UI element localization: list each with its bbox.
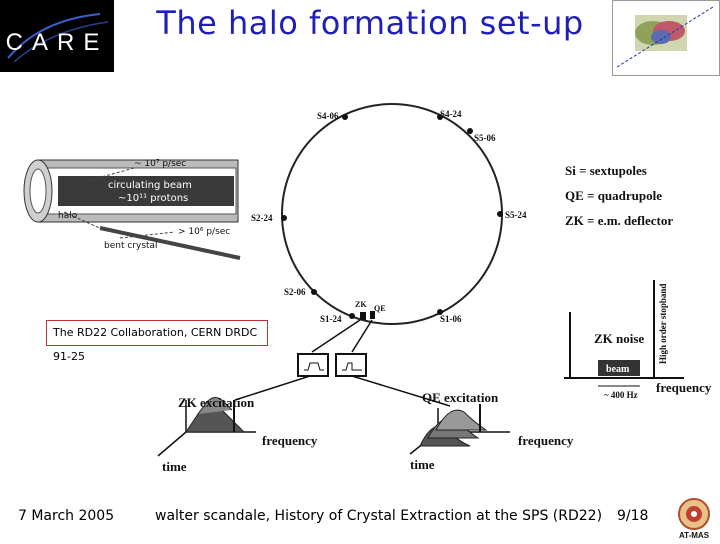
page-number: 9/18 [617,508,649,524]
frequency-spectrum [564,280,684,387]
protons-label: ~10¹¹ protons [118,193,188,204]
legend-quadrupole: QE = quadrupole [565,188,662,203]
legend-deflector: ZK = e.m. deflector [565,213,673,228]
halo-label: halo [58,211,78,221]
station-label: S5-24 [505,210,527,220]
hz-label: ~ 400 Hz [604,390,638,400]
circulating-beam-label: circulating beam [108,180,192,191]
beam-pipe-sketch [23,159,241,260]
care-logo-graphic: CARE [6,13,109,63]
stopband-label: High order stopband [658,284,668,364]
station-label: S2-24 [251,213,273,223]
beam-label: beam [606,364,630,375]
station-label: S1-06 [440,314,462,324]
station-label: S4-24 [440,109,462,119]
qe-excitation-plot [409,404,510,455]
care-logo: CARE [0,0,114,72]
legend-sextupoles: Si = sextupoles [565,163,647,178]
qe-excitation-title: QE excitation [422,390,499,405]
care-logo-text: CARE [6,29,109,56]
qe-pulse-box [335,353,367,377]
credit-box: The RD22 Collaboration, CERN DRDC 91-25 [46,320,268,363]
qe-position-label: QE [374,304,386,313]
slide-title: The halo formation set-up [156,4,584,42]
bent-crystal-label: bent crystal [104,241,158,251]
qe-frequency-axis: frequency [518,433,574,448]
zk-pulse-box [297,353,329,377]
footer-date: 7 March 2005 [18,508,115,524]
footer-author: walter scandale, History of Crystal Extr… [155,508,603,524]
zk-excitation-title: ZK excitation [178,395,255,410]
qe-time-axis: time [410,457,435,472]
zk-noise-label: ZK noise [594,331,644,346]
halo-rate-label: ~ 10⁷ p/sec [134,159,186,169]
atmas-logo-text: AT-MAS [679,531,710,540]
halo-diagram: S4-06 S4-24 S5-06 S5-24 S1-06 S1-24 S2-0… [23,103,712,474]
zk-excitation-plot [157,397,256,457]
zk-position-label: ZK [355,300,367,309]
spectrum-frequency-label: frequency [656,380,712,395]
extracted-rate-label: > 10⁶ p/sec [178,227,230,237]
station-label: S4-06 [317,111,339,121]
beam-thumbnail-image [612,0,720,76]
station-label: S1-24 [320,314,342,324]
zk-time-axis: time [162,459,187,474]
station-label: S5-06 [474,133,496,143]
zk-frequency-axis: frequency [262,433,318,448]
atmas-logo: AT-MAS [670,496,718,540]
station-label: S2-06 [284,287,306,297]
